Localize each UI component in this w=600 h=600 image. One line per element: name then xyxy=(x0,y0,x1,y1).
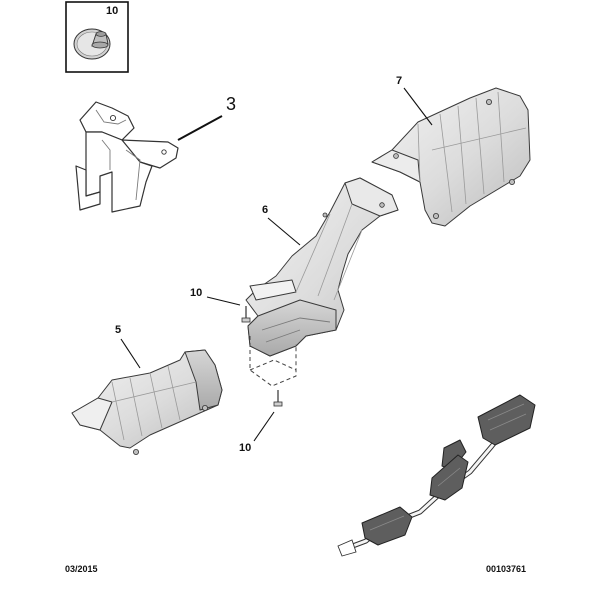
mounting-outline-dashed xyxy=(249,359,297,371)
footer-date: 03/2015 xyxy=(65,564,98,574)
clip-washer-icon xyxy=(73,28,111,60)
fastener-part-10-lower xyxy=(273,390,283,407)
callout-7: 7 xyxy=(396,75,402,87)
inset-label: 10 xyxy=(106,5,118,17)
leader-line-3 xyxy=(177,115,223,141)
bolt-hole xyxy=(393,153,399,159)
callout-10-upper: 10 xyxy=(190,287,202,299)
leader-line-6 xyxy=(267,217,301,246)
leader-line-10-upper xyxy=(206,296,241,306)
leader-line-10-lower xyxy=(253,411,275,442)
heat-shield-part-7 xyxy=(371,87,531,227)
leader-line-7 xyxy=(403,87,433,126)
heat-shield-part-6 xyxy=(245,177,399,357)
tailpipe-end xyxy=(337,539,357,557)
bolt-hole xyxy=(379,202,385,208)
footer-reference: 00103761 xyxy=(486,564,526,574)
callout-5: 5 xyxy=(115,324,121,336)
mounting-outline-dashed xyxy=(249,336,297,387)
leader-line-5 xyxy=(120,338,141,369)
bolt-hole xyxy=(432,212,439,219)
heat-shield-part-5 xyxy=(71,349,223,455)
bolt-hole xyxy=(201,404,208,411)
bolt-hole xyxy=(132,448,139,455)
inset-part-10: 10 xyxy=(65,1,129,73)
exhaust-heat-shield-front xyxy=(361,506,413,546)
callout-10-lower: 10 xyxy=(239,442,251,454)
callout-6: 6 xyxy=(262,204,268,216)
bolt-hole xyxy=(322,212,328,218)
bolt-hole xyxy=(485,99,492,106)
bracket-part-3 xyxy=(75,101,179,213)
callout-3: 3 xyxy=(226,94,236,114)
bolt-hole xyxy=(508,178,515,185)
exhaust-heat-shield-rear xyxy=(477,394,536,446)
fastener-part-10-upper xyxy=(241,306,251,323)
exhaust-pipe-assembly xyxy=(337,394,536,557)
